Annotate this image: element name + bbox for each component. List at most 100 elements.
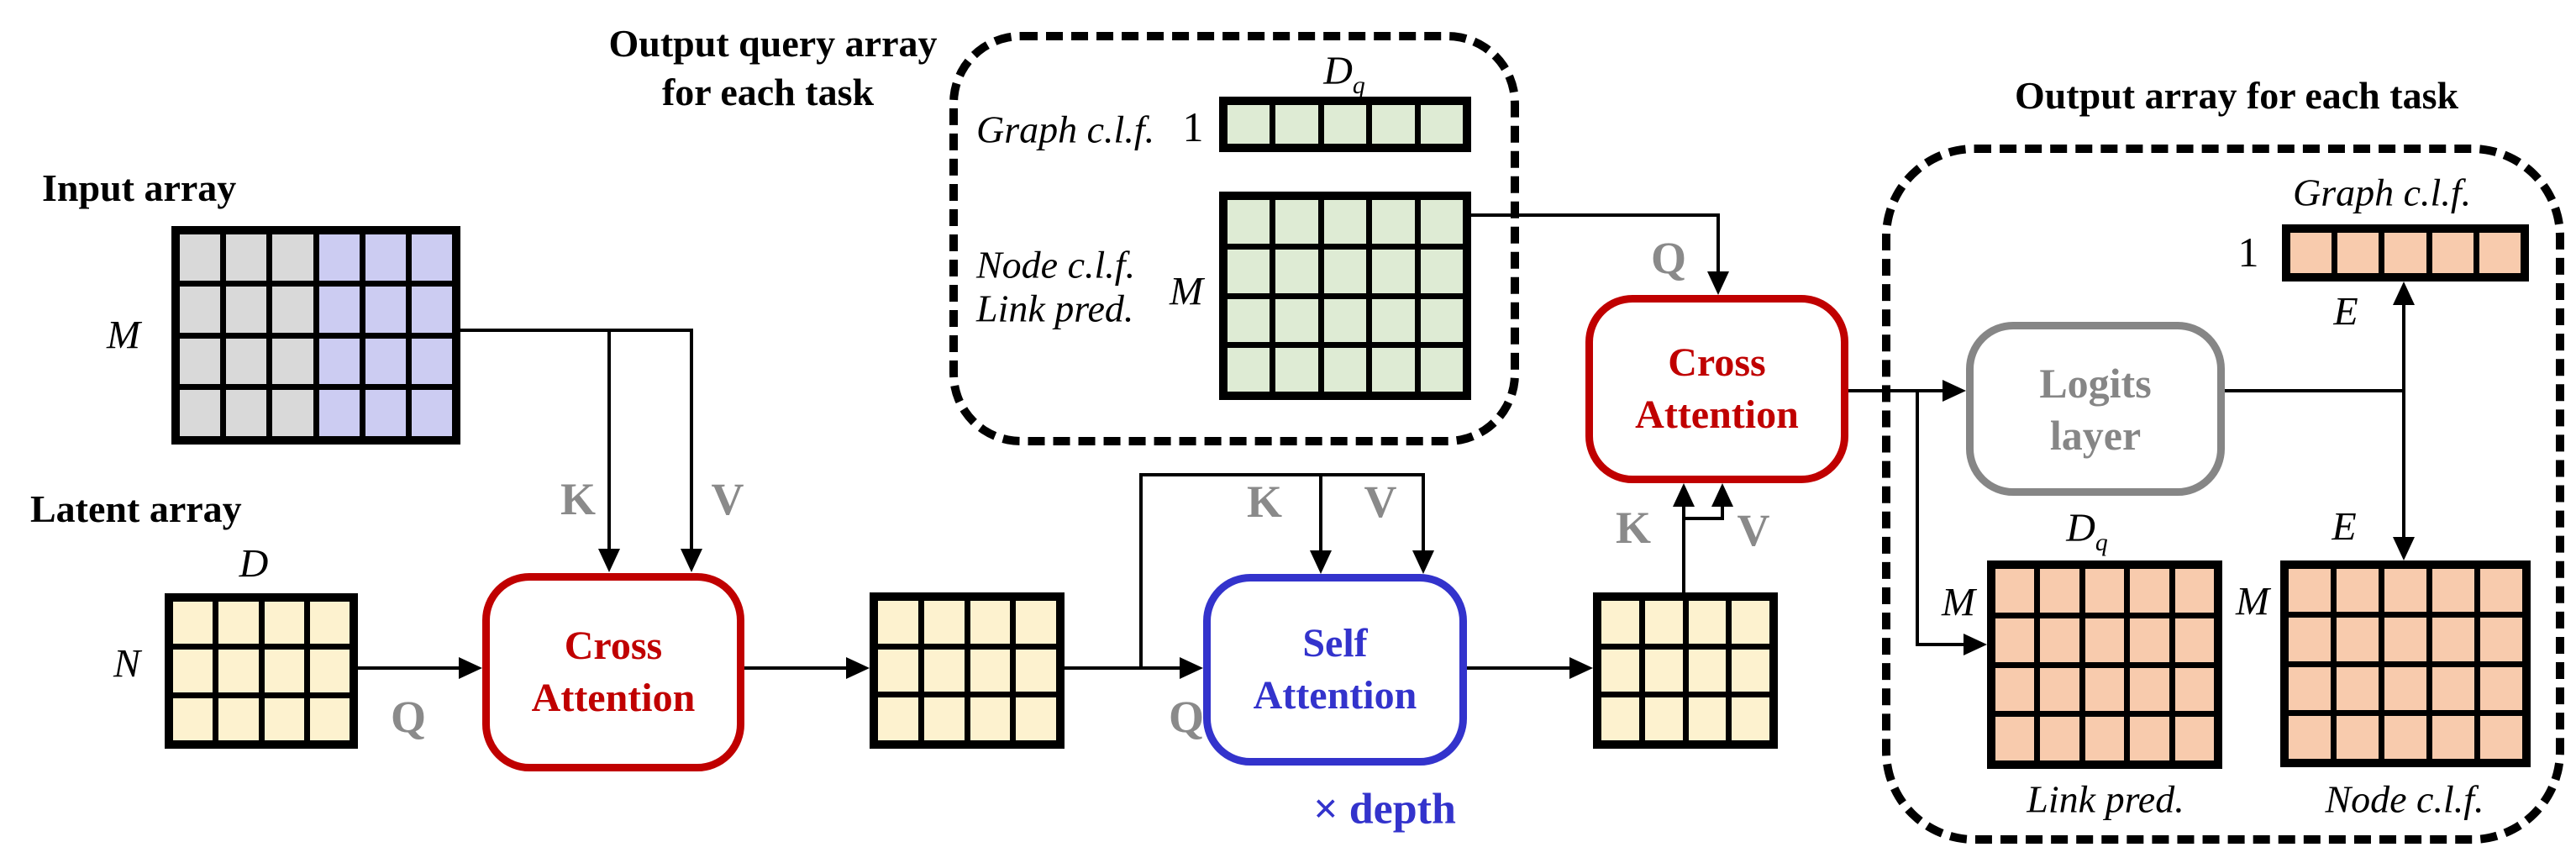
- q-label-3: Q: [1650, 233, 1687, 283]
- matrix-cell: [226, 338, 267, 385]
- matrix-cell: [1275, 105, 1318, 144]
- output-node-clf-matrix-grid: [2280, 560, 2531, 767]
- kv-jog-line: [1682, 517, 1724, 520]
- depth-multiplier-note: × depth: [1313, 785, 1456, 834]
- matrix-cell: [2040, 569, 2079, 613]
- task-label-link-pred-output: Link pred.: [2027, 777, 2184, 821]
- dim-dq-query: Dq: [1323, 49, 1365, 99]
- dim-m-node-clf: M: [2236, 579, 2269, 624]
- input-array-grid: [171, 226, 460, 445]
- matrix-cell: [1995, 569, 2035, 613]
- matrix-cell: [2084, 667, 2125, 712]
- v-label-2: V: [1364, 476, 1397, 527]
- query-row-vector-grid: [1219, 97, 1471, 152]
- task-label-graph-clf-query: Graph c.l.f.: [976, 108, 1155, 151]
- matrix-cell: [1688, 649, 1727, 692]
- matrix-cell: [226, 234, 267, 281]
- matrix-cell: [2337, 233, 2379, 273]
- matrix-cell: [1275, 249, 1318, 293]
- query-matrix-grid: [1219, 192, 1471, 400]
- matrix-cell: [1420, 348, 1463, 392]
- matrix-cell: [923, 649, 965, 692]
- q-horizontal-line: [1471, 213, 1718, 217]
- logits-layer-block: Logits layer: [1966, 322, 2225, 496]
- matrix-cell: [2289, 618, 2331, 661]
- task-label-node-clf-output: Node c.l.f.: [2325, 777, 2484, 821]
- matrix-cell: [2384, 618, 2426, 661]
- matrix-cell: [1601, 649, 1639, 692]
- matrix-cell: [1732, 649, 1769, 692]
- matrix-cell: [2174, 667, 2214, 712]
- self-attention-block: Self Attention: [1203, 574, 1467, 766]
- matrix-cell: [970, 601, 1011, 644]
- query-array-dashed-container: [949, 32, 1519, 445]
- matrix-cell: [1228, 105, 1270, 144]
- q-label-1: Q: [390, 692, 427, 742]
- q-line: [1065, 666, 1180, 670]
- matrix-cell: [2384, 715, 2426, 759]
- branch-horizontal-line: [1916, 643, 1964, 646]
- matrix-cell: [2432, 618, 2474, 661]
- matrix-cell: [1016, 697, 1056, 740]
- matrix-cell: [309, 650, 350, 692]
- matrix-cell: [272, 338, 313, 385]
- v-line: [1422, 473, 1425, 550]
- matrix-cell: [2431, 233, 2473, 273]
- dim-m-input: M: [107, 313, 140, 358]
- matrix-cell: [1420, 200, 1463, 244]
- branch-drop-line: [1916, 389, 1919, 646]
- output-box-title: Output array for each task: [2014, 74, 2459, 117]
- output-array-dashed-container: [1882, 145, 2564, 844]
- matrix-cell: [180, 286, 221, 333]
- v-label-3: V: [1737, 505, 1770, 555]
- v-line: [1721, 505, 1724, 518]
- matrix-cell: [365, 338, 406, 385]
- matrix-cell: [2290, 233, 2332, 273]
- matrix-cell: [2040, 717, 2079, 760]
- matrix-cell: [218, 697, 259, 740]
- matrix-cell: [1420, 298, 1463, 343]
- matrix-cell: [1644, 697, 1683, 740]
- matrix-cell: [2337, 666, 2379, 710]
- matrix-cell: [272, 234, 313, 281]
- matrix-cell: [1995, 667, 2035, 712]
- query-box-title-line2: for each task: [661, 71, 875, 113]
- output-line: [1848, 389, 1943, 392]
- matrix-cell: [318, 286, 360, 333]
- dim-one-output: 1: [2237, 229, 2259, 276]
- matrix-cell: [318, 338, 360, 385]
- matrix-cell: [2174, 717, 2214, 760]
- matrix-cell: [878, 697, 918, 740]
- matrix-cell: [1372, 105, 1415, 144]
- matrix-cell: [1420, 249, 1463, 293]
- matrix-cell: [1323, 200, 1367, 244]
- matrix-cell: [1372, 249, 1415, 293]
- latent-array-grid: [165, 593, 358, 749]
- branch-arrowhead: [1964, 634, 1987, 655]
- matrix-cell: [2130, 667, 2169, 712]
- matrix-cell: [1732, 601, 1769, 644]
- cross-attention-text-line2: Attention: [1635, 392, 1799, 437]
- matrix-cell: [2480, 569, 2522, 613]
- matrix-cell: [1372, 298, 1415, 343]
- matrix-cell: [2337, 569, 2379, 613]
- task-label-graph-clf-output: Graph c.l.f.: [2293, 171, 2472, 214]
- kv-riser-line: [1682, 517, 1685, 592]
- matrix-cell: [1601, 601, 1639, 644]
- matrix-cell: [2337, 715, 2379, 759]
- k-label-2: K: [1246, 476, 1283, 527]
- output-line: [1467, 666, 1569, 670]
- matrix-cell: [411, 286, 452, 333]
- matrix-cell: [365, 286, 406, 333]
- matrix-cell: [1016, 601, 1056, 644]
- junction-vertical-line: [2402, 305, 2405, 537]
- dim-dq-output: Dq: [2066, 506, 2108, 556]
- matrix-cell: [365, 234, 406, 281]
- matrix-cell: [1644, 601, 1683, 644]
- matrix-cell: [1688, 697, 1727, 740]
- k-line: [1319, 473, 1322, 550]
- dim-n-latent: N: [113, 641, 141, 687]
- matrix-cell: [226, 286, 267, 333]
- matrix-cell: [878, 649, 918, 692]
- matrix-cell: [1323, 105, 1367, 144]
